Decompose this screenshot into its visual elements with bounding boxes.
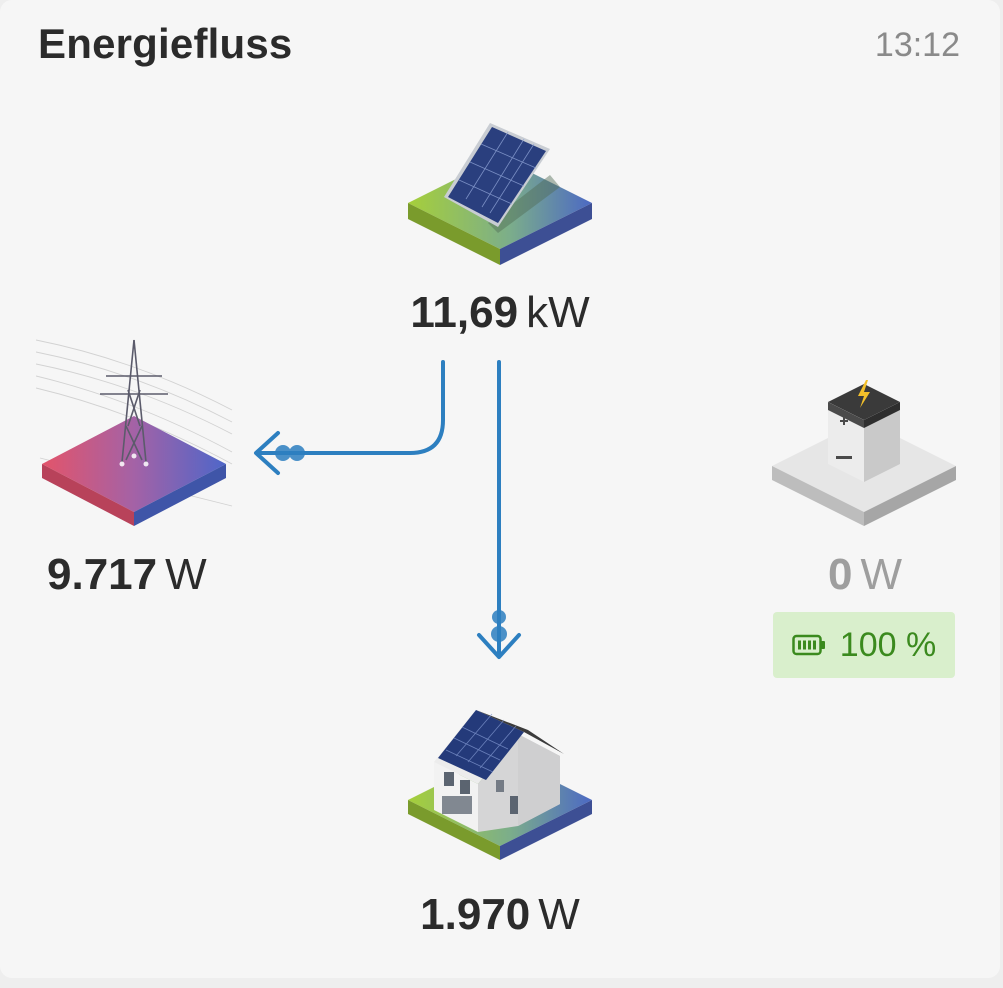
battery-storage-icon bbox=[772, 380, 956, 526]
flow-dot bbox=[289, 445, 305, 461]
battery-power-number: 0 bbox=[827, 550, 853, 599]
power-pylon-icon bbox=[36, 339, 233, 526]
house-icon bbox=[408, 710, 592, 860]
home-power-number: 1.970 bbox=[420, 890, 531, 939]
battery-power-unit: W bbox=[860, 550, 902, 599]
flow-dot bbox=[491, 626, 507, 642]
flow-home-arrowhead bbox=[477, 633, 521, 659]
home-power-unit: W bbox=[538, 890, 580, 939]
page-title: Energiefluss bbox=[38, 20, 293, 67]
grid-power-unit: W bbox=[165, 550, 207, 599]
battery-full-icon bbox=[792, 634, 825, 656]
pv-power-number: 11,69 bbox=[410, 288, 519, 337]
pv-power-unit: kW bbox=[526, 288, 590, 337]
battery-soc-badge: 100 % bbox=[773, 612, 955, 678]
timestamp: 13:12 bbox=[874, 26, 960, 64]
flow-dot bbox=[275, 445, 291, 461]
grid-power-number: 9.717 bbox=[47, 550, 158, 599]
solar-panel-icon bbox=[408, 123, 592, 265]
flow-pv-to-grid bbox=[256, 360, 445, 455]
battery-soc-text: 100 % bbox=[839, 625, 937, 664]
flow-grid-arrowhead bbox=[254, 431, 280, 475]
flow-dot bbox=[492, 610, 506, 624]
